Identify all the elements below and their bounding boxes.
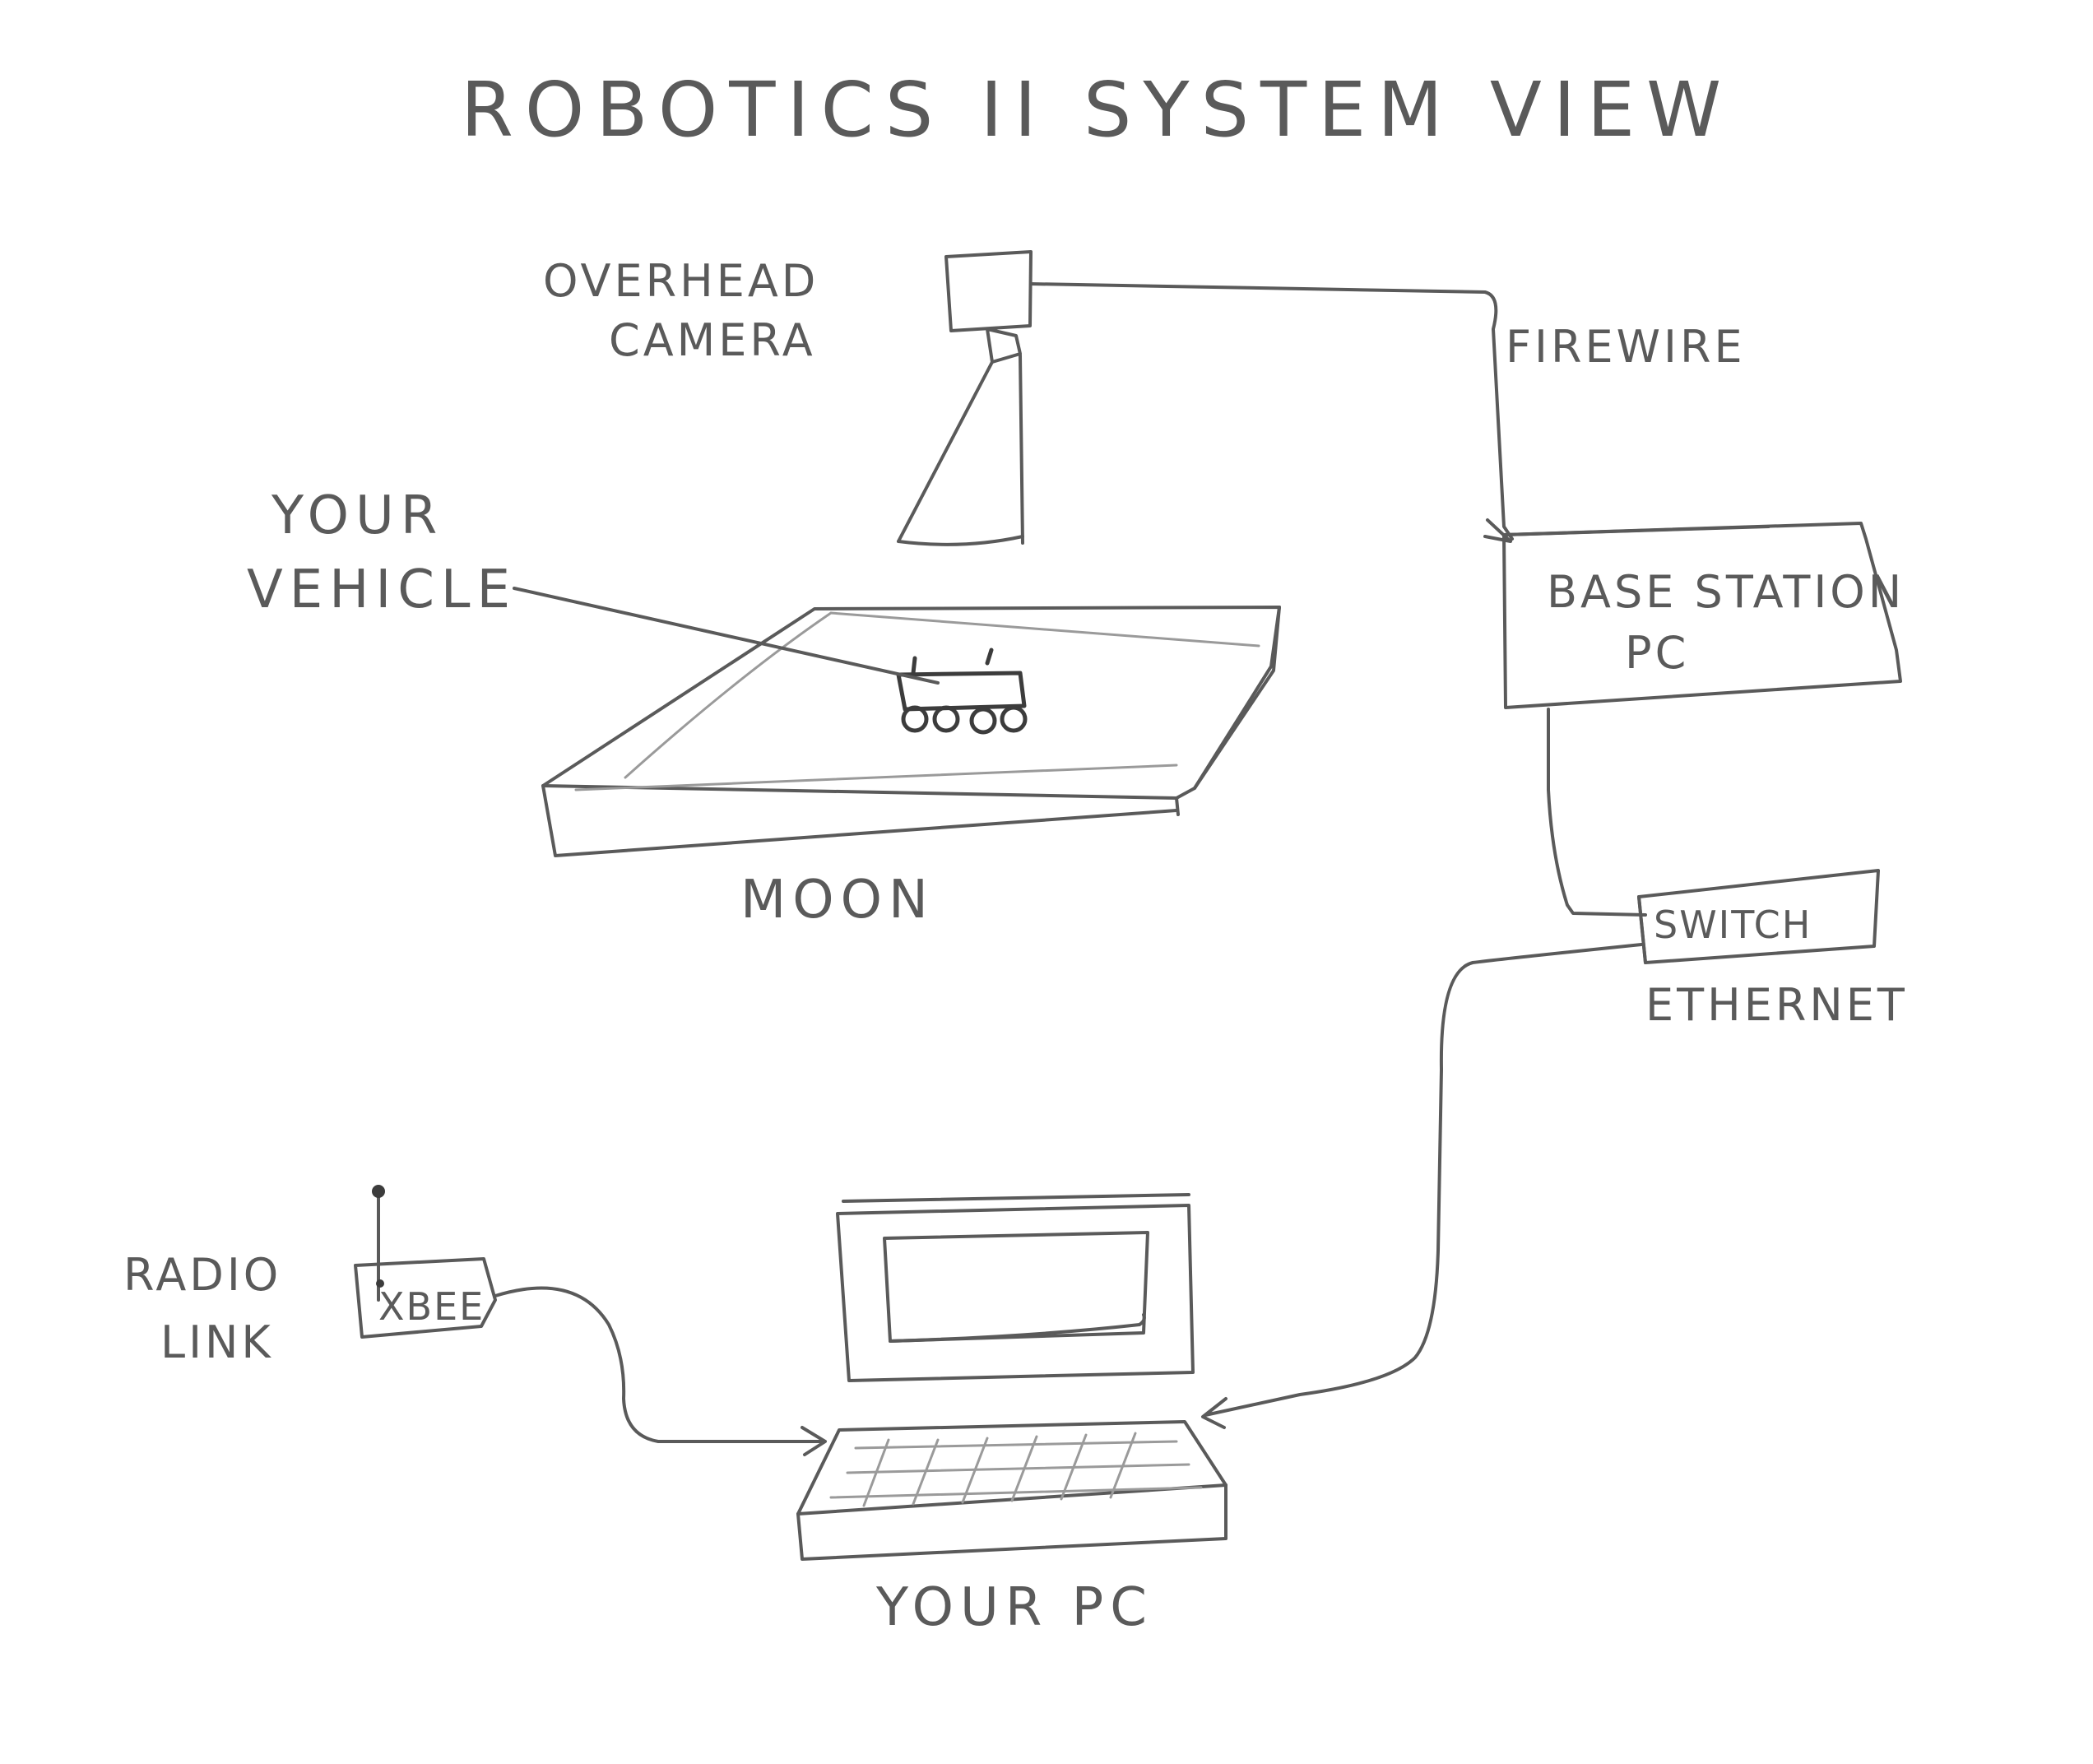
switch-left-edge: [1637, 895, 1647, 964]
vehicle-wheel-mid: [932, 705, 960, 733]
vehicle-pointer-line: [513, 587, 940, 685]
radio-arrowhead: [801, 1426, 827, 1456]
camera-body: [944, 250, 1033, 332]
moon-inner-front-edge: [574, 764, 1178, 791]
pc-keyboard-keys: [862, 1432, 1137, 1507]
overhead-camera-label-line2: CAMERA: [609, 314, 816, 366]
firewire-label: FIREWIRE: [1506, 321, 1746, 373]
pc-screen-reflection: [889, 1313, 1146, 1343]
switch-label: SWITCH: [1654, 903, 1812, 947]
base-station-label-line2: PC: [1625, 627, 1689, 679]
moon-front-corner: [1175, 796, 1180, 816]
firewire-cable: [1029, 282, 1514, 541]
pc-monitor-outer: [836, 1204, 1195, 1382]
your-pc: [796, 1193, 1227, 1561]
camera-view-cone-right: [1019, 354, 1024, 545]
moon-inner-back-edge: [829, 611, 1260, 648]
vehicle-struts: [911, 648, 994, 675]
camera-mount: [986, 327, 1022, 364]
xbee-radio: [354, 1185, 497, 1339]
pc-keyboard-front: [796, 1483, 1227, 1561]
overhead-camera: [897, 250, 1033, 546]
xbee-label: XBEE: [378, 1284, 485, 1329]
vehicle-wheel-front: [969, 707, 997, 735]
radio-link-label-line2: LINK: [160, 1316, 274, 1368]
vehicle-wheel-rear: [901, 705, 929, 733]
vehicle-body: [896, 671, 1027, 712]
base-station-pc: [1502, 522, 1902, 709]
radio-link-label-line1: RADIO: [123, 1249, 281, 1301]
base-to-switch-cable: [1547, 708, 1647, 917]
overhead-camera-label-line1: OVERHEAD: [543, 255, 819, 307]
moon-label: MOON: [740, 870, 935, 931]
diagram-title: ROBOTICS II SYSTEM VIEW: [461, 66, 1733, 154]
your-vehicle-label-line1: YOUR: [271, 485, 443, 546]
moon-front-edge: [541, 784, 1178, 857]
firewire-arrowhead: [1483, 518, 1512, 543]
moon-right-edge: [1193, 606, 1281, 790]
pc-monitor-top: [842, 1193, 1190, 1203]
your-pc-label: YOUR PC: [875, 1577, 1153, 1638]
camera-view-cone-left: [897, 360, 994, 543]
base-station-top-edge: [1502, 525, 1770, 536]
radio-cable: [494, 1286, 824, 1443]
moon-top-surface: [541, 606, 1281, 800]
ethernet-cable: [1204, 943, 1643, 1417]
xbee-box: [354, 1257, 497, 1339]
vehicle: [896, 648, 1028, 735]
vehicle-wheel-far: [1000, 705, 1028, 733]
ethernet-arrowhead: [1201, 1397, 1227, 1429]
moon-table: [541, 606, 1281, 857]
your-vehicle-label-line2: VEHICLE: [247, 559, 517, 620]
camera-view-cone-base: [897, 535, 1024, 546]
switch: [1637, 869, 1880, 964]
base-station-label-line1: BASE STATION: [1547, 566, 1905, 618]
ethernet-label: ETHERNET: [1645, 979, 1908, 1031]
base-station-box: [1502, 522, 1902, 709]
xbee-antenna-base: [376, 1279, 384, 1288]
moon-inner-left-edge: [624, 611, 833, 779]
xbee-antenna-tip: [372, 1185, 385, 1198]
pc-monitor-screen: [883, 1231, 1149, 1343]
